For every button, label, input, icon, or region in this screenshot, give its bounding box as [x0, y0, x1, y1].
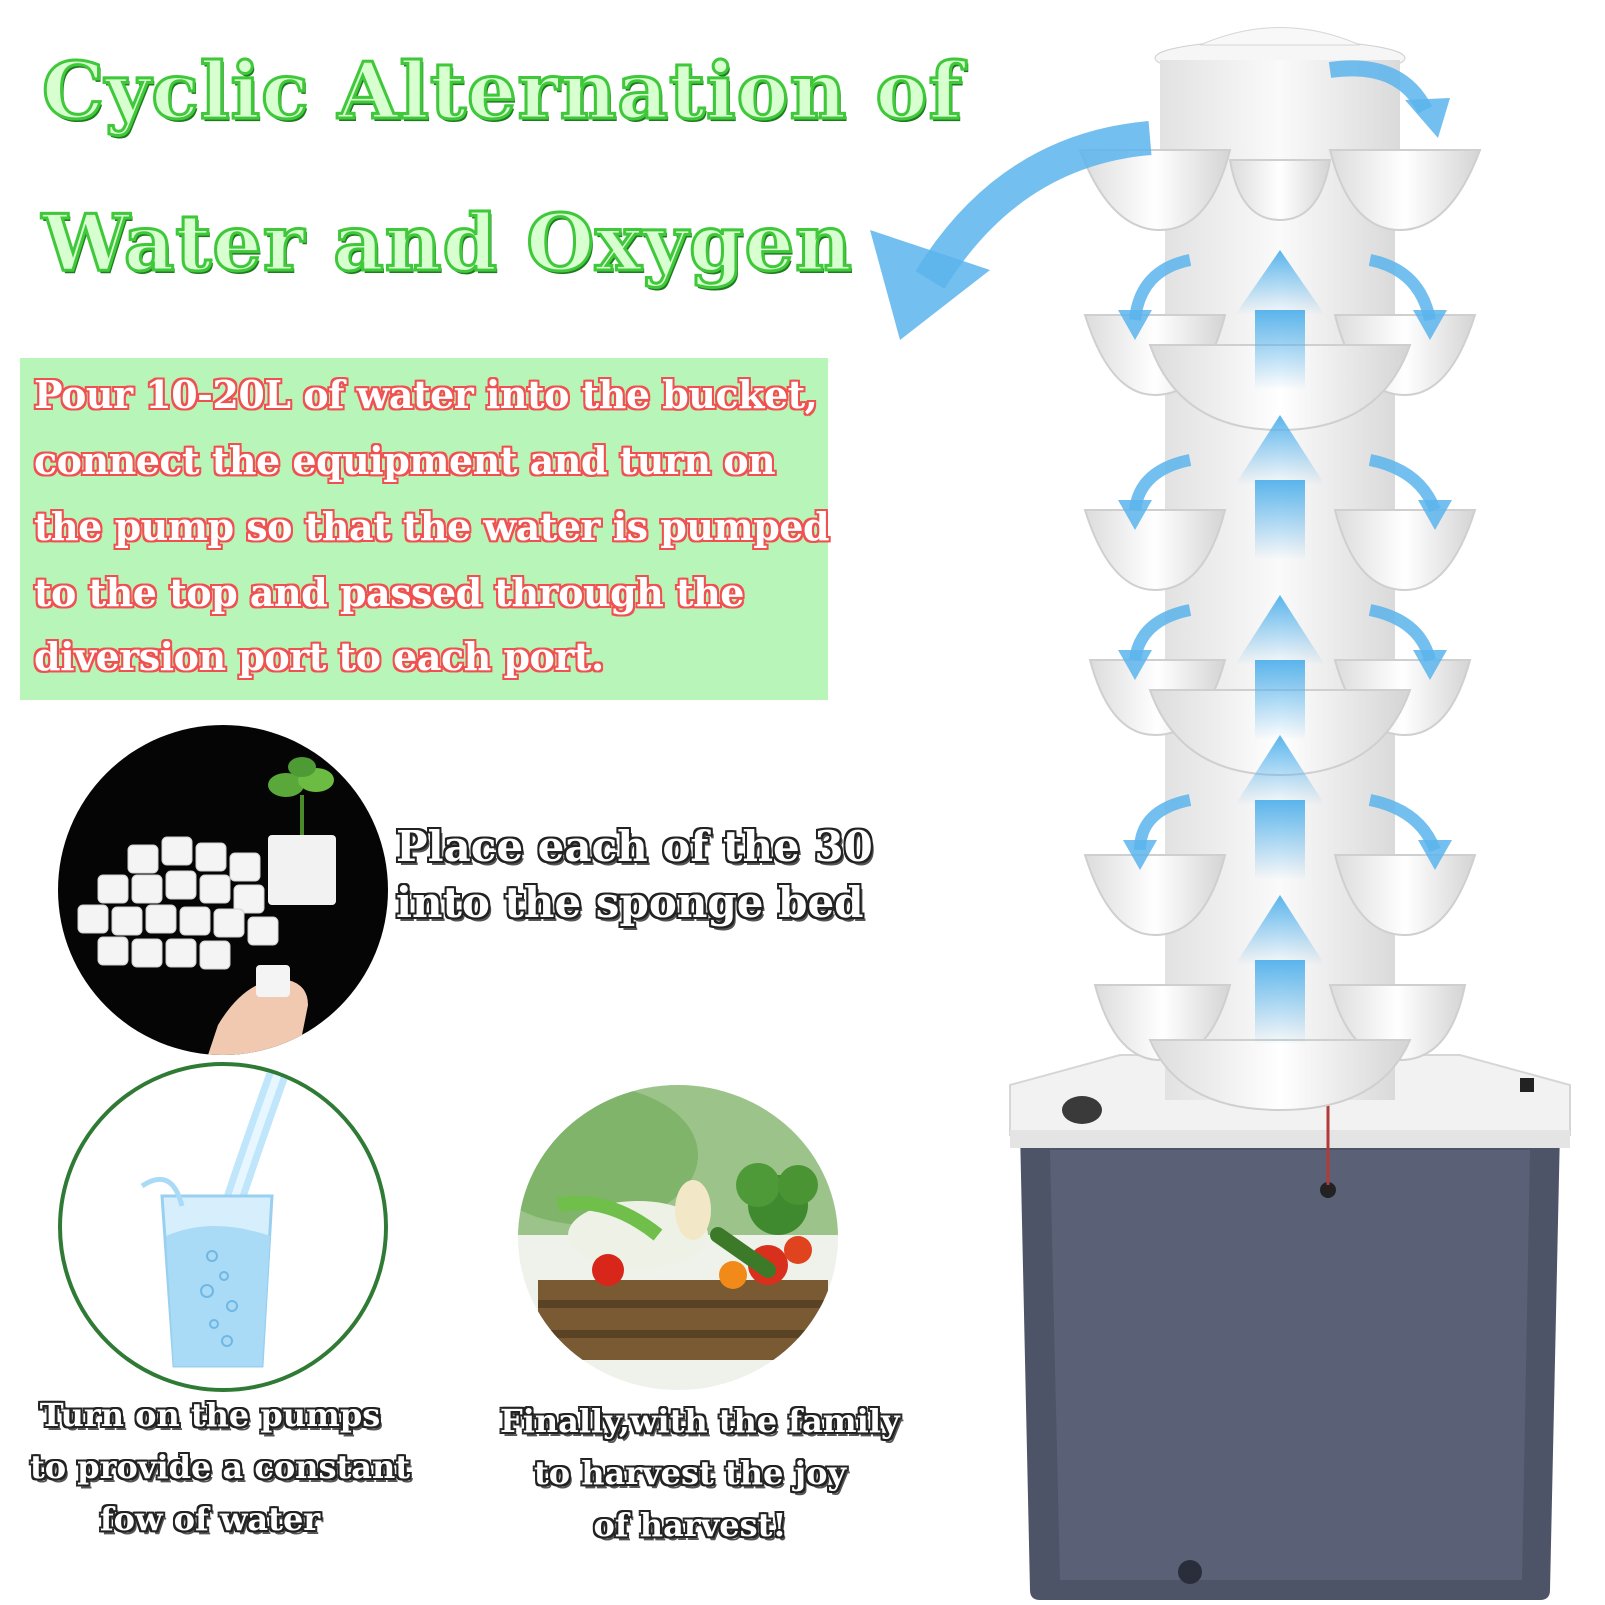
instruction-line: to the top and passed through the: [34, 570, 744, 615]
sponge-photo: [58, 725, 388, 1055]
harvest-step-line-1: Finally,with the family: [500, 1402, 900, 1440]
water-glass-illustration: [140, 1066, 288, 1368]
instruction-line: connect the equipment and turn on: [34, 438, 776, 483]
sponge-cubes-illustration: [77, 757, 336, 1055]
harvest-step-line-3: of harvest!: [593, 1506, 787, 1544]
sponge-step-line-2: into the sponge bed: [396, 878, 864, 927]
harvest-step-line-2: to harvest the joy: [533, 1454, 847, 1492]
sponge-step-line-1: Place each of the 30: [396, 822, 873, 871]
instruction-line: Pour 10-20L of water into the bucket,: [34, 372, 818, 417]
pump-step-line-1: Turn on the pumps: [39, 1396, 381, 1434]
vegetables-photo: [518, 1085, 838, 1390]
instruction-panel: Pour 10-20L of water into the bucket, co…: [20, 358, 830, 700]
instruction-line: diversion port to each port.: [34, 634, 604, 679]
instruction-line: the pump so that the water is pumped: [34, 504, 830, 549]
pump-step-line-3: fow of water: [99, 1500, 321, 1538]
hydroponic-tower-illustration: [870, 27, 1571, 1600]
title-line-1: Cyclic Alternation of: [40, 45, 964, 139]
water-glass-photo: [58, 1062, 388, 1392]
title-line-2: Water and Oxygen: [41, 197, 854, 291]
vegetable-basket-illustration: [518, 1085, 838, 1360]
pump-step-line-2: to provide a constant: [30, 1448, 411, 1486]
